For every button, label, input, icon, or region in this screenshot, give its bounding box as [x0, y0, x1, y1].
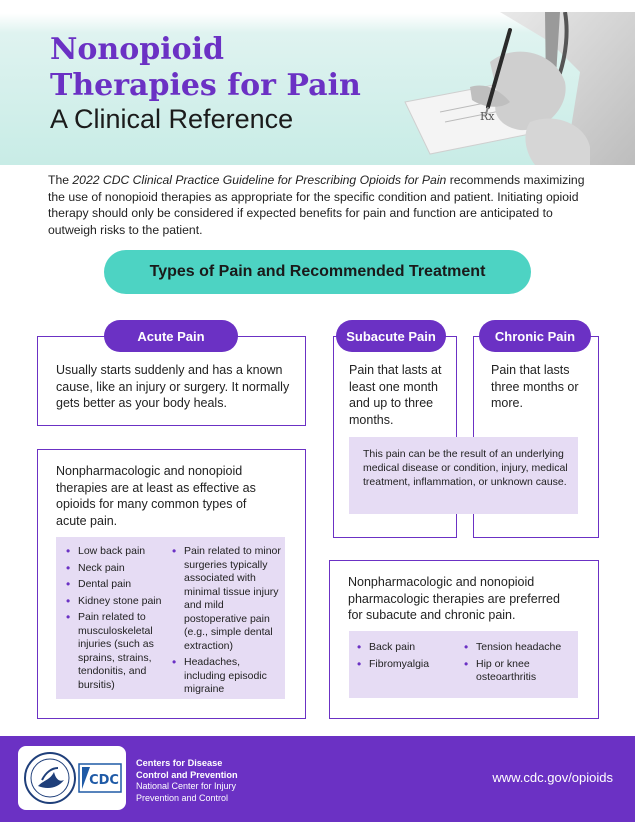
- svg-text:Rx: Rx: [480, 110, 495, 123]
- section-title-pill: Types of Pain and Recommended Treatment: [104, 250, 531, 294]
- acute-pain-tab: Acute Pain: [104, 320, 238, 352]
- cdc-logo-text: CDC: [89, 773, 119, 788]
- org-line-4: Prevention and Control: [136, 792, 229, 803]
- cdc-logo-icon: CDC: [78, 763, 122, 793]
- list-item: Kidney stone pain: [66, 595, 168, 609]
- intro-prefix: The: [48, 173, 73, 187]
- page-title: Nonopioid Therapies for Pain: [50, 32, 361, 104]
- list-item: Hip or knee osteoarthritis: [464, 658, 574, 685]
- list-item: Dental pain: [66, 578, 168, 592]
- org-line-1: Centers for Disease: [136, 758, 223, 768]
- cdc-opioids-link[interactable]: www.cdc.gov/opioids: [492, 770, 613, 785]
- list-item: Headaches, including episodic migraine: [172, 656, 282, 697]
- acute-conditions-list-1: Low back pain Neck pain Dental pain Kidn…: [66, 545, 168, 695]
- chronic-pain-tab: Chronic Pain: [479, 320, 591, 352]
- header-banner: Nonopioid Therapies for Pain A Clinical …: [0, 0, 635, 165]
- subacute-description: Pain that lasts at least one month and u…: [349, 363, 442, 427]
- doctor-writing-prescription-photo: Rx: [404, 12, 635, 165]
- org-line-2: Control and Prevention: [136, 769, 238, 780]
- shared-cause-note-panel: [349, 437, 578, 514]
- title-line-1: Nonopioid: [50, 32, 225, 67]
- chronic-description: Pain that lasts three months or more.: [491, 363, 579, 410]
- title-line-2: Therapies for Pain: [50, 68, 361, 103]
- subchronic-therapy-text: Nonpharmacologic and nonopioid pharmacol…: [348, 575, 560, 622]
- subchronic-conditions-list-1: Back pain Fibromyalgia: [357, 641, 457, 674]
- subacute-pain-tab: Subacute Pain: [336, 320, 446, 352]
- list-item: Back pain: [357, 641, 457, 655]
- org-line-3: National Center for Injury: [136, 781, 237, 791]
- list-item: Pain related to musculoskeletal injuries…: [66, 611, 168, 692]
- list-item: Neck pain: [66, 562, 168, 576]
- guideline-title: 2022 CDC Clinical Practice Guideline for…: [72, 173, 447, 187]
- subchronic-conditions-list-2: Tension headache Hip or knee osteoarthri…: [464, 641, 574, 688]
- list-item: Low back pain: [66, 545, 168, 559]
- shared-cause-note: This pain can be the result of an underl…: [363, 448, 568, 488]
- organization-name: Centers for Disease Control and Preventi…: [136, 758, 238, 804]
- page-subtitle: A Clinical Reference: [50, 104, 294, 134]
- header-top-strip: [0, 0, 635, 12]
- intro-rest: recommends maximizing the use of nonopio…: [48, 173, 585, 237]
- list-item: Tension headache: [464, 641, 574, 655]
- list-item: Fibromyalgia: [357, 658, 457, 672]
- list-item: Pain related to minor surgeries typicall…: [172, 545, 282, 653]
- intro-paragraph: The 2022 CDC Clinical Practice Guideline…: [48, 172, 593, 238]
- acute-therapy-text: Nonpharmacologic and nonopioid therapies…: [56, 464, 256, 528]
- hhs-cdc-logo: CDC: [18, 746, 126, 810]
- footer-bar: CDC Centers for Disease Control and Prev…: [0, 736, 635, 822]
- hhs-seal-icon: [24, 752, 76, 804]
- acute-conditions-list-2: Pain related to minor surgeries typicall…: [172, 545, 282, 700]
- acute-description: Usually starts suddenly and has a known …: [56, 363, 290, 410]
